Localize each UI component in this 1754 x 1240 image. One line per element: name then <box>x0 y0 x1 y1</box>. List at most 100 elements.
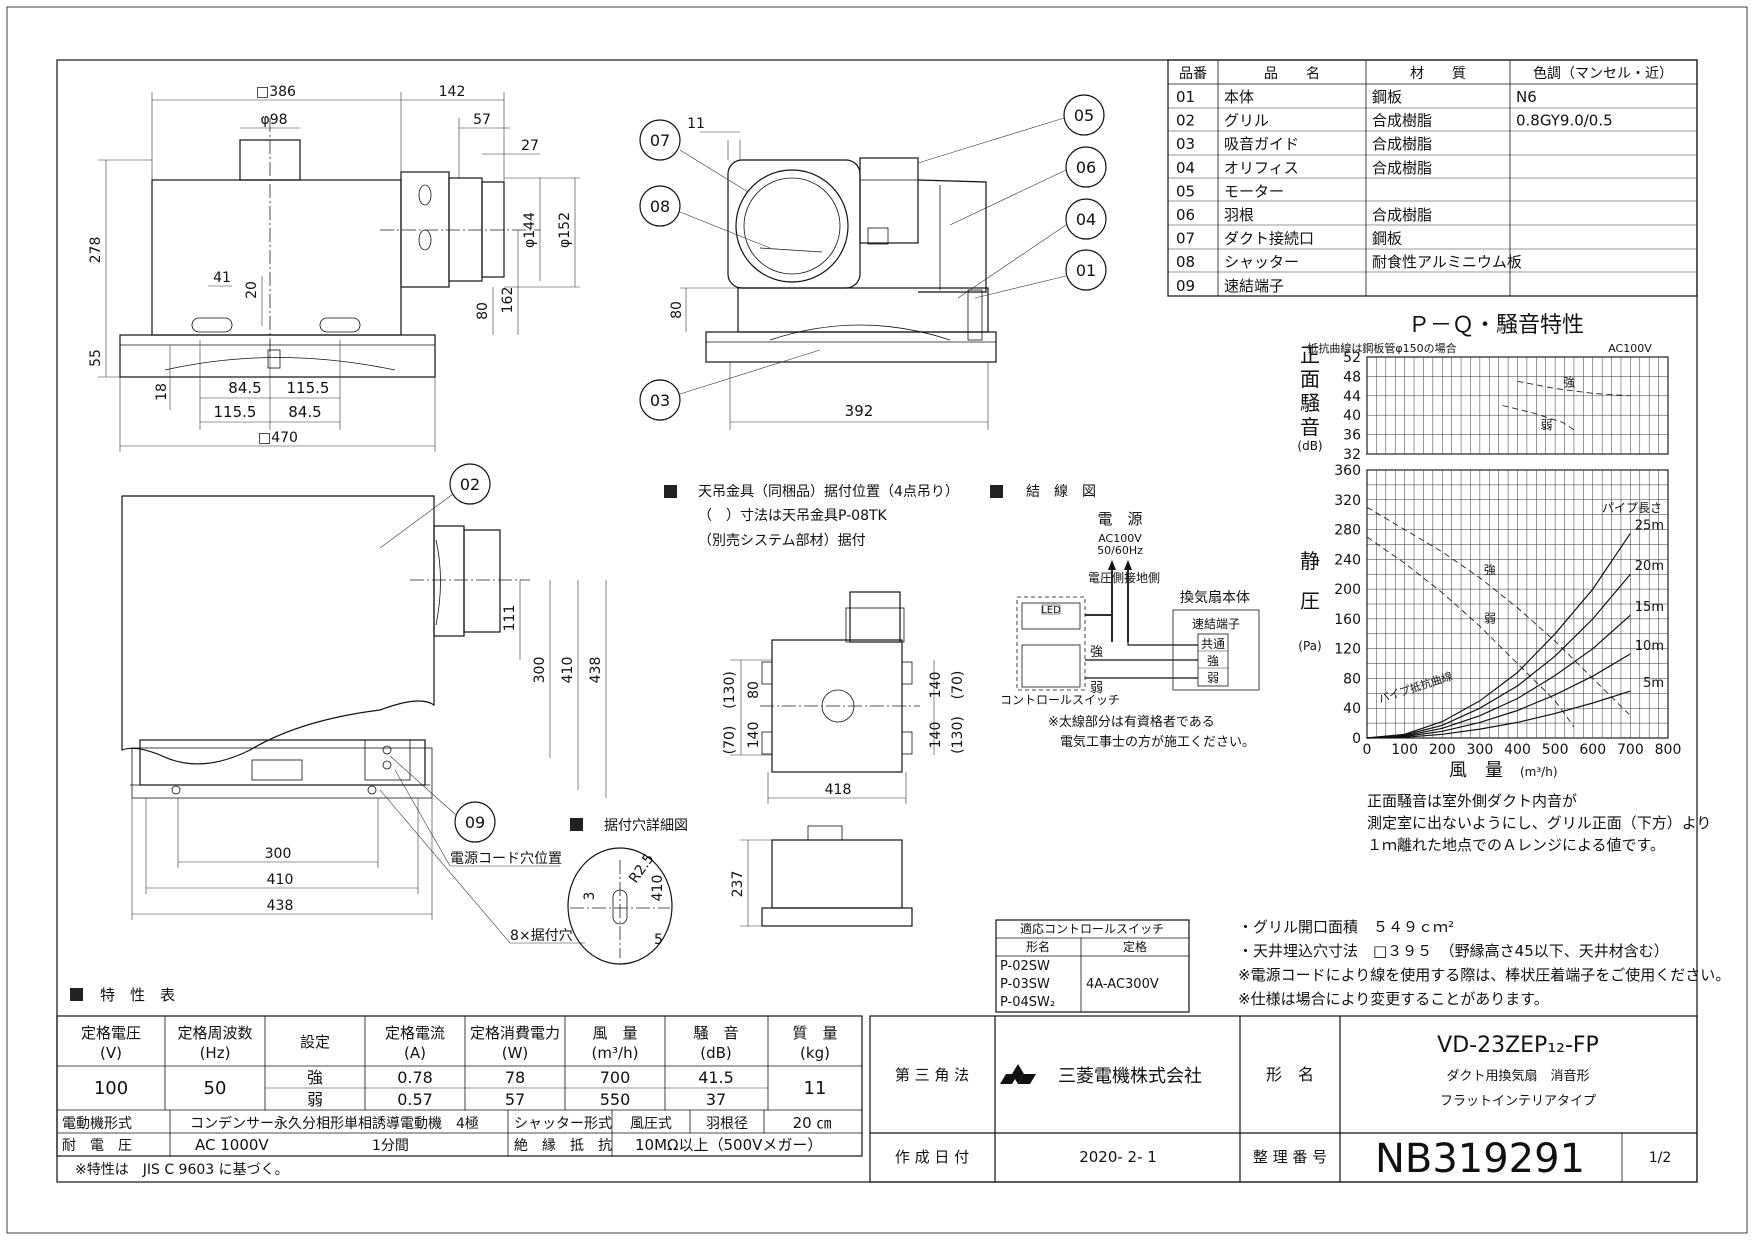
mount-dim-237: 237 <box>730 871 746 898</box>
pipe-length-label: パイプ長さ <box>1602 501 1662 515</box>
noise-axis-char: 音 <box>1300 415 1320 439</box>
wiring-led: LED <box>1041 605 1061 616</box>
front-dim-410: 410 <box>267 872 294 888</box>
parts-cell: 吸音ガイド <box>1224 135 1299 153</box>
dim-162: 162 <box>500 287 516 314</box>
char-cell: 0.57 <box>397 1090 433 1109</box>
hole-dim-410: 410 <box>650 875 666 902</box>
mount-dim-140r: 140 <box>928 672 944 699</box>
char-withstand-value: AC 1000V <box>195 1136 269 1154</box>
parts-cell: 05 <box>1176 182 1195 200</box>
char-cell: 550 <box>600 1090 631 1109</box>
hole-dim-3: 3 <box>582 892 598 901</box>
dim-d98: φ98 <box>260 112 287 128</box>
hole-detail-title: 据付穴詳細図 <box>604 818 688 834</box>
char-blade-label: 羽根径 <box>706 1116 748 1132</box>
x-tick: 400 <box>1504 742 1531 758</box>
pressure-tick: 80 <box>1343 671 1361 687</box>
noise-tick: 40 <box>1343 408 1361 424</box>
char-shutter-value: 風圧式 <box>630 1116 672 1132</box>
pressure-tick: 160 <box>1334 612 1361 628</box>
switch-model-3: P-04SW₂ <box>1000 995 1055 1010</box>
parts-cell: 合成樹脂 <box>1372 206 1432 224</box>
pq-series-label: 弱 <box>1484 611 1496 625</box>
parts-cell: 合成樹脂 <box>1372 112 1432 130</box>
char-header: 定格電圧 <box>81 1024 141 1042</box>
dim-80: 80 <box>475 302 491 320</box>
char-frequency: 50 <box>204 1078 227 1099</box>
side-dim-11: 11 <box>687 116 705 132</box>
parts-cell: 06 <box>1176 206 1195 224</box>
balloon-08: 08 <box>650 197 670 216</box>
front-dim-300v: 300 <box>532 657 548 684</box>
outer-border <box>6 6 1748 1234</box>
char-motor-label: 電動機形式 <box>62 1116 132 1132</box>
x-tick: 300 <box>1467 742 1494 758</box>
x-axis-unit: (m³/h) <box>1520 765 1558 779</box>
parts-cell: 08 <box>1176 253 1195 271</box>
pipe-curve-label: 25m <box>1635 518 1664 533</box>
wiring-title: 結 線 図 <box>1026 484 1096 500</box>
dim-20: 20 <box>244 281 260 299</box>
x-tick: 800 <box>1655 742 1682 758</box>
switch-model-2: P-03SW <box>1000 977 1050 992</box>
parts-h2: 材 質 <box>1410 66 1466 82</box>
pressure-tick: 320 <box>1334 493 1361 509</box>
dim-27: 27 <box>521 138 539 154</box>
terminal-weak: 弱 <box>1207 671 1219 685</box>
pipe-curve <box>1366 690 1631 739</box>
balloon-02: 02 <box>460 475 480 494</box>
hole-dim-5: 5 <box>654 932 663 948</box>
wiring-power: 電 源 <box>1097 510 1142 528</box>
balloon-01: 01 <box>1076 261 1096 280</box>
spec-note-2: ・天井埋込穴寸法 □３９５ （野縁高さ45以下、天井材含む） <box>1238 942 1669 960</box>
side-view: 11 80 392 05 06 04 01 07 08 03 <box>639 94 1107 430</box>
top-view: □386 142 φ98 57 27 278 55 φ144 φ152 80 1… <box>88 84 580 452</box>
chart-title: Ｐ－Ｑ・騒音特性 <box>1408 313 1584 338</box>
pq-series-label: 強 <box>1484 563 1496 577</box>
wiring-ground-side: 接地側 <box>1124 570 1160 585</box>
dim-278: 278 <box>88 237 104 264</box>
company-name: 三菱電機株式会社 <box>1058 1066 1202 1087</box>
dim-18: 18 <box>154 383 170 401</box>
parts-cell: グリル <box>1224 112 1269 130</box>
front-dim-111: 111 <box>502 605 518 632</box>
pressure-axis-unit: (Pa) <box>1298 639 1321 653</box>
balloon-05: 05 <box>1074 106 1094 125</box>
char-blade-value: 20 ㎝ <box>793 1114 832 1132</box>
model-name: VD-23ZEP₁₂-FP <box>1437 1033 1599 1058</box>
chart-voltage: AC100V <box>1608 342 1652 355</box>
noise-axis-unit: (dB) <box>1297 439 1322 453</box>
switch-model-1: P-02SW <box>1000 959 1050 974</box>
spec-note-1: ・グリル開口面積 ５４９ｃｍ² <box>1238 918 1454 936</box>
pressure-axis-char: 静 <box>1300 549 1320 573</box>
dim-470: □470 <box>258 430 298 446</box>
parts-cell: 03 <box>1176 135 1195 153</box>
parts-cell: オリフィス <box>1224 159 1299 177</box>
char-cell: 弱 <box>307 1090 323 1109</box>
front-dim-438: 438 <box>267 898 294 914</box>
mount-dim-70r: (70) <box>950 671 966 700</box>
wiring-strong: 強 <box>1090 645 1103 660</box>
side-dim-392: 392 <box>845 402 874 420</box>
balloon-06: 06 <box>1076 158 1096 177</box>
mount-dim-70l: (70) <box>722 726 738 755</box>
switch-table: 適応コントロールスイッチ 形名 定格 P-02SW P-03SW P-04SW₂… <box>995 919 1190 1013</box>
date-label: 作 成 日 付 <box>895 1148 969 1166</box>
parts-cell: モーター <box>1224 182 1284 200</box>
dim-d144: φ144 <box>522 212 538 248</box>
number-label: 整 理 番 号 <box>1253 1148 1327 1166</box>
x-tick: 500 <box>1542 742 1569 758</box>
mount-view: (130) (70) 80 140 140 140 (70) (130) 418… <box>722 591 966 927</box>
pipe-curve-label: 10m <box>1635 639 1664 654</box>
balloon-04: 04 <box>1076 210 1096 229</box>
mount-dim-80l: 80 <box>746 681 762 699</box>
wiring-weak: 弱 <box>1090 681 1103 696</box>
parts-cell: 鋼板 <box>1372 88 1402 106</box>
char-cell: 37 <box>706 1090 726 1109</box>
dim-115-5-a: 115.5 <box>287 379 330 397</box>
parts-h1: 品 名 <box>1264 66 1320 82</box>
mount-dim-130r: (130) <box>950 716 966 754</box>
ceiling-line2: （ ）寸法は天吊金具P-08TK <box>698 508 888 524</box>
